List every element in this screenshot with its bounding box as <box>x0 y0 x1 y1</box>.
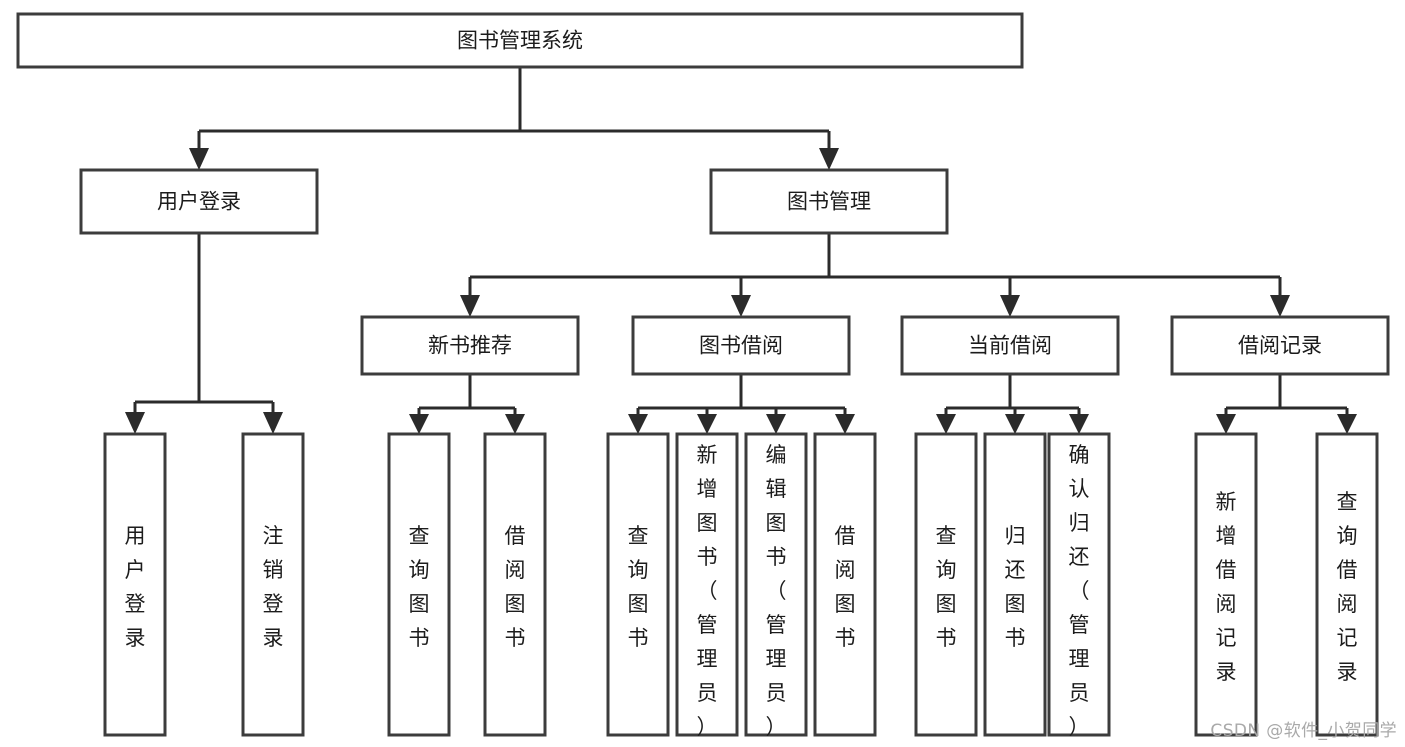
node-box[interactable] <box>16 12 1024 69</box>
node-label: 借阅记录 <box>1238 334 1322 358</box>
node-label: 查询借阅记录 <box>1337 490 1358 684</box>
node-box[interactable] <box>709 168 949 235</box>
node-leaf-query-book-1[interactable]: 查询图书 <box>387 432 451 737</box>
node-box[interactable] <box>631 315 851 376</box>
node-label: 图书借阅 <box>699 334 783 358</box>
node-leaf-confirm-return[interactable]: 确认归还（管理员） <box>1047 432 1111 739</box>
node-layer: 图书管理系统用户登录图书管理新书推荐图书借阅当前借阅借阅记录用户登录注销登录查询… <box>16 12 1390 739</box>
node-label: 借阅图书 <box>835 524 856 650</box>
node-box[interactable] <box>914 432 978 737</box>
node-box[interactable] <box>103 432 167 737</box>
arrow-to-leaf-add-record <box>1216 414 1236 434</box>
connector-layer <box>125 67 1357 434</box>
node-box[interactable] <box>1315 432 1379 737</box>
arrow-to-leaf-query-book-3 <box>936 414 956 434</box>
node-box[interactable] <box>983 432 1047 737</box>
node-box[interactable] <box>813 432 877 737</box>
node-label: 图书管理 <box>787 190 871 214</box>
node-box[interactable] <box>606 432 670 737</box>
node-leaf-user-login[interactable]: 用户登录 <box>103 432 167 737</box>
node-leaf-return-book[interactable]: 归还图书 <box>983 432 1047 737</box>
node-label: 注销登录 <box>263 524 284 650</box>
node-box[interactable] <box>1047 432 1111 737</box>
node-leaf-user-logout[interactable]: 注销登录 <box>241 432 305 737</box>
node-leaf-borrow-book-2[interactable]: 借阅图书 <box>813 432 877 737</box>
node-book-manage[interactable]: 图书管理 <box>709 168 949 235</box>
arrow-to-new-book-rec <box>460 295 480 317</box>
node-leaf-query-book-3[interactable]: 查询图书 <box>914 432 978 737</box>
node-borrow-record[interactable]: 借阅记录 <box>1170 315 1390 376</box>
node-label: 查询图书 <box>936 524 957 650</box>
node-label: 编辑图书（管理员） <box>766 443 787 739</box>
node-root[interactable]: 图书管理系统 <box>16 12 1024 69</box>
node-current-borrow[interactable]: 当前借阅 <box>900 315 1120 376</box>
node-leaf-query-book-2[interactable]: 查询图书 <box>606 432 670 737</box>
arrow-root-to-user-login <box>189 148 209 170</box>
arrow-to-leaf-query-book-1 <box>409 414 429 434</box>
node-label: 查询图书 <box>628 524 649 650</box>
node-box[interactable] <box>900 315 1120 376</box>
arrow-to-leaf-user-login <box>125 412 145 434</box>
arrow-root-to-book-manage <box>819 148 839 170</box>
arrow-to-borrow-record <box>1270 295 1290 317</box>
node-box[interactable] <box>1170 315 1390 376</box>
node-label: 当前借阅 <box>968 334 1052 358</box>
node-box[interactable] <box>1194 432 1258 737</box>
node-leaf-add-book[interactable]: 新增图书（管理员） <box>675 432 739 739</box>
arrow-to-leaf-return-book <box>1005 414 1025 434</box>
arrow-to-leaf-confirm-return <box>1069 414 1089 434</box>
node-box[interactable] <box>387 432 451 737</box>
node-box[interactable] <box>675 432 739 737</box>
node-box[interactable] <box>241 432 305 737</box>
node-label: 新增图书（管理员） <box>697 443 718 739</box>
node-box[interactable] <box>360 315 580 376</box>
node-box[interactable] <box>744 432 808 737</box>
node-box[interactable] <box>79 168 319 235</box>
node-leaf-edit-book[interactable]: 编辑图书（管理员） <box>744 432 808 739</box>
arrow-to-leaf-query-book-2 <box>628 414 648 434</box>
node-label: 归还图书 <box>1005 524 1026 650</box>
arrow-to-leaf-borrow-book-2 <box>835 414 855 434</box>
arrow-to-book-borrow <box>731 295 751 317</box>
node-label: 图书管理系统 <box>457 29 583 53</box>
node-label: 新增借阅记录 <box>1216 490 1237 684</box>
node-box[interactable] <box>483 432 547 737</box>
watermark-text: CSDN @软件_小贺同学 <box>1210 721 1397 741</box>
node-leaf-borrow-book-1[interactable]: 借阅图书 <box>483 432 547 737</box>
node-label: 查询图书 <box>409 524 430 650</box>
node-user-login[interactable]: 用户登录 <box>79 168 319 235</box>
arrow-to-leaf-user-logout <box>263 412 283 434</box>
node-label: 新书推荐 <box>428 334 512 358</box>
arrow-to-current-borrow <box>1000 295 1020 317</box>
node-leaf-query-record[interactable]: 查询借阅记录 <box>1315 432 1379 737</box>
node-book-borrow[interactable]: 图书借阅 <box>631 315 851 376</box>
node-label: 用户登录 <box>157 190 241 214</box>
node-label: 确认归还（管理员） <box>1069 443 1090 739</box>
arrow-to-leaf-query-record <box>1337 414 1357 434</box>
node-label: 借阅图书 <box>505 524 526 650</box>
arrow-to-leaf-borrow-book-1 <box>505 414 525 434</box>
node-label: 用户登录 <box>125 524 146 650</box>
arrow-to-leaf-edit-book <box>766 414 786 434</box>
node-new-book-rec[interactable]: 新书推荐 <box>360 315 580 376</box>
node-leaf-add-record[interactable]: 新增借阅记录 <box>1194 432 1258 737</box>
arrow-to-leaf-add-book <box>697 414 717 434</box>
